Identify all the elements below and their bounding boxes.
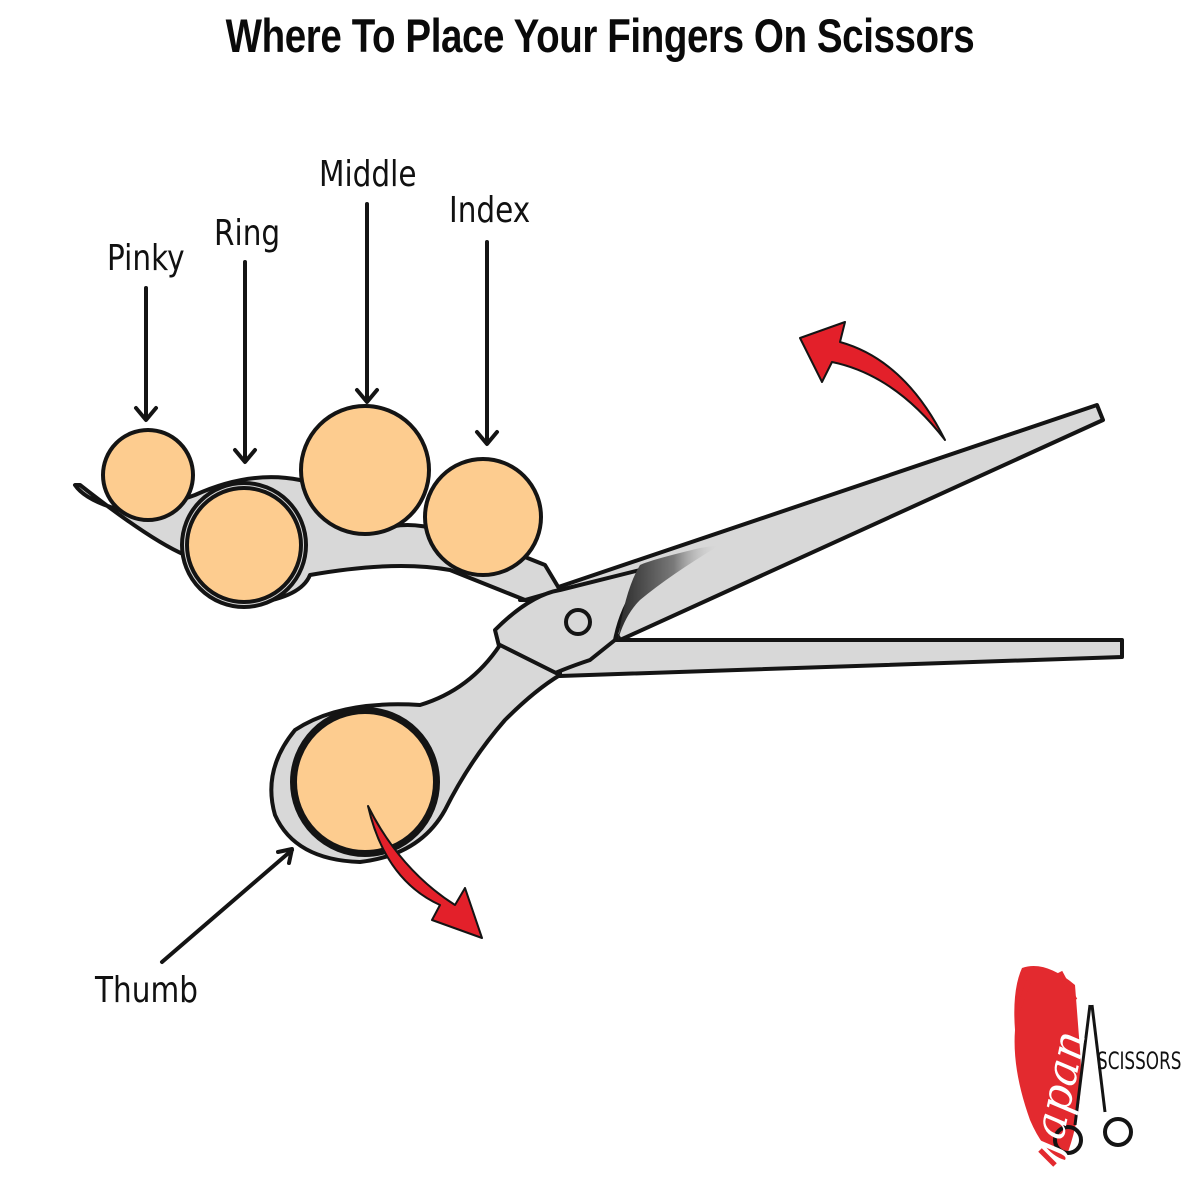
label-pinky: Pinky [107,238,185,279]
close-arrow-icon [367,805,483,939]
middle-finger [299,404,431,536]
pinky-finger [101,428,195,522]
open-arrow-icon [799,321,946,441]
ring-finger [185,486,303,604]
label-middle: Middle [319,154,417,195]
label-ring: Ring [214,213,281,254]
label-index: Index [449,190,531,231]
page-title: Where To Place Your Fingers On Scissors [225,9,975,62]
thumb-finger [293,710,437,854]
label-thumb: Thumb [95,970,198,1011]
lower-blade [558,638,1124,678]
index-finger [423,457,543,577]
pivot-screw [564,608,592,636]
pointer-arrows [134,202,499,964]
brand-logo [1014,966,1133,1167]
brand-wordmark: SCISSORS [1097,1047,1182,1075]
